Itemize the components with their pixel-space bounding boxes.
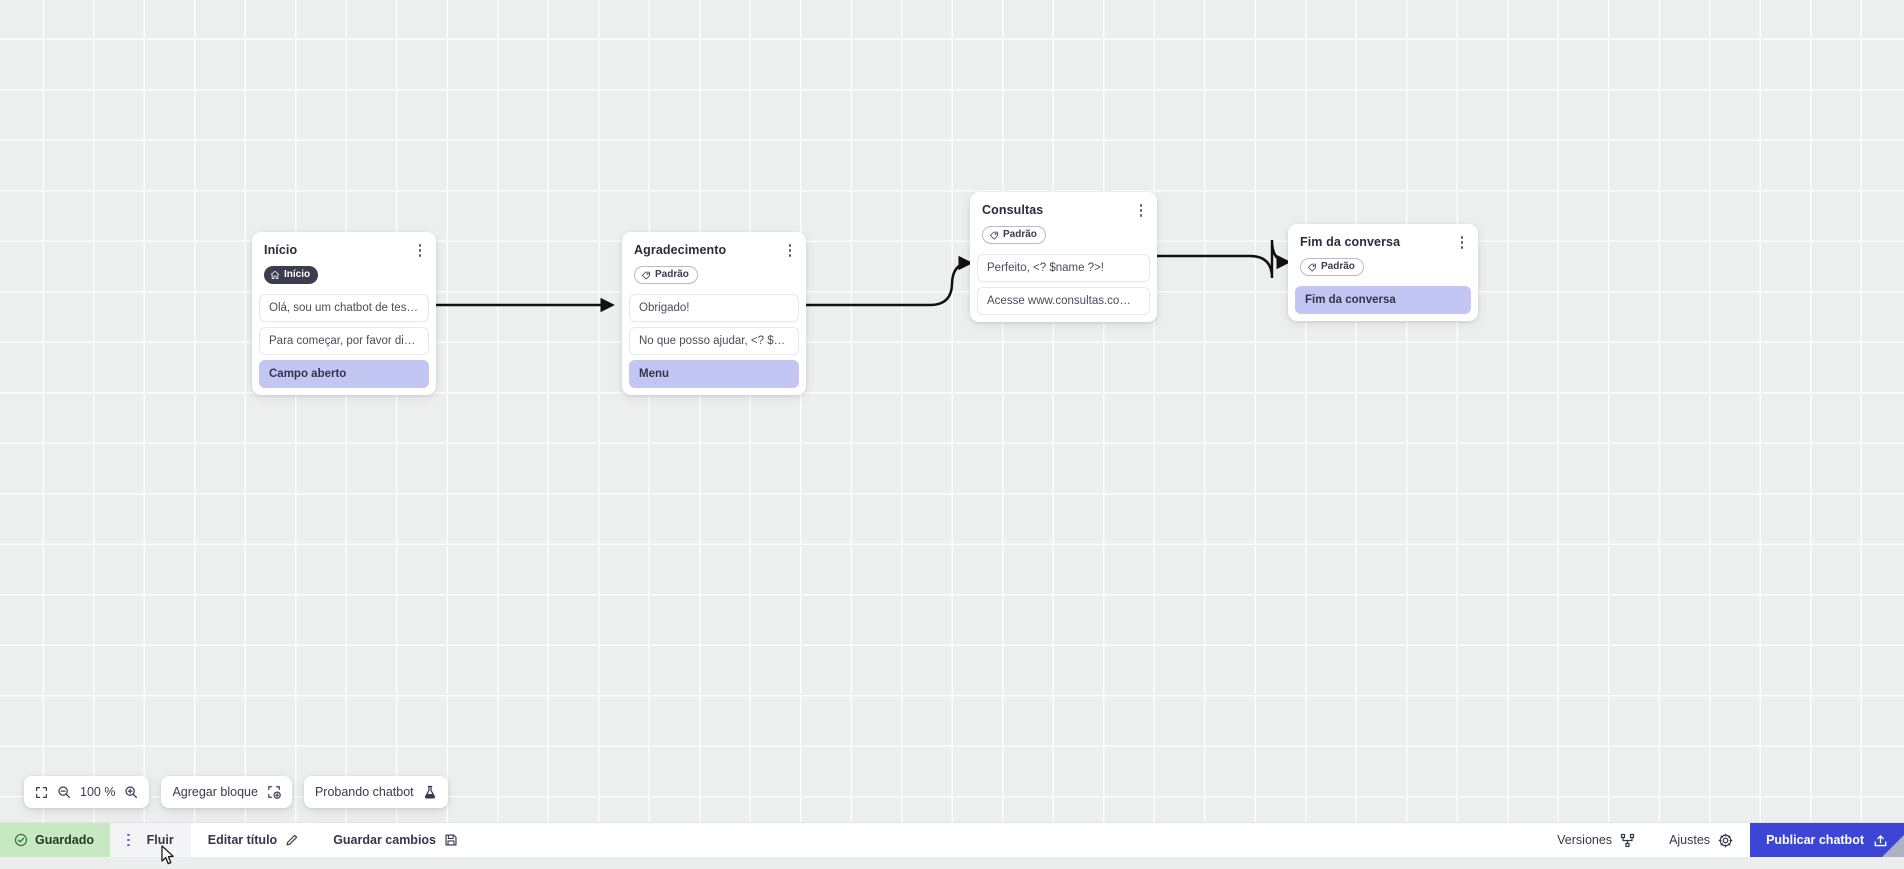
branch-icon: [1620, 833, 1635, 848]
zoom-controls: 100 %: [24, 776, 149, 808]
zoom-level-label: 100 %: [80, 785, 115, 799]
node-rows: Fim da conversa: [1288, 286, 1478, 314]
node-row-accent[interactable]: Fim da conversa: [1295, 286, 1471, 314]
home-icon: [270, 270, 280, 280]
save-changes-label: Guardar cambios: [333, 833, 436, 847]
check-circle-icon: [14, 833, 28, 847]
flow-canvas[interactable]: Início Início Olá, sou um chatbot de tes…: [0, 0, 1904, 822]
node-header: Agradecimento Padrão: [622, 232, 806, 294]
node-badge-label: Padrão: [1003, 230, 1037, 240]
tab-flow-label: Fluir: [147, 833, 174, 847]
edit-title-label: Editar título: [208, 833, 277, 847]
node-row[interactable]: Acesse www.consultas.com par...: [977, 287, 1150, 315]
flow-node-fim-da-conversa[interactable]: Fim da conversa Padrão Fim da conversa: [1288, 224, 1478, 321]
node-badge-label: Início: [284, 270, 310, 280]
node-row[interactable]: Para começar, por favor digite o ...: [259, 327, 429, 355]
fit-screen-icon[interactable]: [35, 786, 48, 799]
test-chatbot-button[interactable]: Probando chatbot: [304, 776, 448, 808]
node-menu-icon[interactable]: [1134, 202, 1148, 219]
node-header: Início Início: [252, 232, 436, 294]
node-rows: Obrigado! No que posso ajudar, <? $name …: [622, 294, 806, 388]
settings-label: Ajustes: [1669, 833, 1710, 847]
node-row-accent[interactable]: Campo aberto: [259, 360, 429, 388]
node-rows: Olá, sou um chatbot de teste! Para começ…: [252, 294, 436, 388]
node-menu-icon[interactable]: [1455, 234, 1469, 251]
flow-node-consultas[interactable]: Consultas Padrão Perfeito, <? $name ?>! …: [970, 192, 1157, 322]
node-row[interactable]: No que posso ajudar, <? $name ...: [629, 327, 799, 355]
node-badge-inicio[interactable]: Início: [264, 266, 318, 284]
add-block-icon: [267, 785, 281, 799]
node-badge-label: Padrão: [655, 270, 689, 280]
floppy-icon: [444, 833, 458, 847]
node-row[interactable]: Olá, sou um chatbot de teste!: [259, 294, 429, 322]
publish-chatbot-label: Publicar chatbot: [1766, 833, 1864, 847]
node-badge-row: Padrão: [982, 226, 1145, 245]
saved-status-badge: Guardado: [0, 823, 110, 857]
add-block-button[interactable]: Agregar bloque: [161, 776, 291, 808]
add-block-label: Agregar bloque: [172, 785, 257, 799]
tag-icon: [989, 230, 999, 240]
node-title: Agradecimento: [634, 243, 794, 258]
tag-icon: [1307, 262, 1317, 272]
save-changes-button[interactable]: Guardar cambios: [316, 823, 475, 857]
versions-button[interactable]: Versiones: [1540, 823, 1652, 857]
saved-status-label: Guardado: [35, 833, 94, 847]
node-header: Consultas Padrão: [970, 192, 1157, 254]
settings-button[interactable]: Ajustes: [1652, 823, 1750, 857]
flow-node-agradecimento[interactable]: Agradecimento Padrão Obrigado! No que po…: [622, 232, 806, 395]
edge-consultas-fim: [1157, 240, 1288, 278]
pencil-icon: [285, 833, 299, 847]
node-row[interactable]: Obrigado!: [629, 294, 799, 322]
node-badge-row: Início: [264, 266, 424, 285]
node-header: Fim da conversa Padrão: [1288, 224, 1478, 286]
node-badge-row: Padrão: [634, 266, 794, 285]
publish-chatbot-button[interactable]: Publicar chatbot: [1750, 823, 1904, 857]
node-title: Início: [264, 243, 424, 258]
node-title: Consultas: [982, 203, 1145, 218]
node-menu-icon[interactable]: [783, 242, 797, 259]
node-badge-padrao[interactable]: Padrão: [1300, 258, 1364, 276]
zoom-in-icon[interactable]: [124, 785, 138, 799]
test-chatbot-label: Probando chatbot: [315, 785, 414, 799]
status-bar-spacer: [475, 823, 1540, 857]
flow-menu-icon[interactable]: [116, 834, 139, 847]
node-menu-icon[interactable]: [413, 242, 427, 259]
zoom-out-icon[interactable]: [57, 785, 71, 799]
status-bar: Guardado Fluir Editar título Guardar cam…: [0, 822, 1904, 857]
node-rows: Perfeito, <? $name ?>! Acesse www.consul…: [970, 254, 1157, 315]
tag-icon: [641, 270, 651, 280]
node-badge-label: Padrão: [1321, 262, 1355, 272]
edge-agradecimento-consultas: [806, 263, 970, 305]
node-row-accent[interactable]: Menu: [629, 360, 799, 388]
node-title: Fim da conversa: [1300, 235, 1466, 250]
node-badge-row: Padrão: [1300, 258, 1466, 277]
gear-icon: [1718, 833, 1733, 848]
upload-icon: [1873, 833, 1888, 848]
node-badge-padrao[interactable]: Padrão: [982, 226, 1046, 244]
flow-node-inicio[interactable]: Início Início Olá, sou um chatbot de tes…: [252, 232, 436, 395]
tab-flow[interactable]: Fluir: [110, 823, 191, 857]
node-badge-padrao[interactable]: Padrão: [634, 266, 698, 284]
node-row[interactable]: Perfeito, <? $name ?>!: [977, 254, 1150, 282]
flask-icon: [423, 785, 437, 800]
connector-edges: [0, 0, 1904, 822]
edit-title-button[interactable]: Editar título: [191, 823, 316, 857]
versions-label: Versiones: [1557, 833, 1612, 847]
canvas-toolbar: 100 % Agregar bloque Probando chatbo: [24, 776, 448, 808]
